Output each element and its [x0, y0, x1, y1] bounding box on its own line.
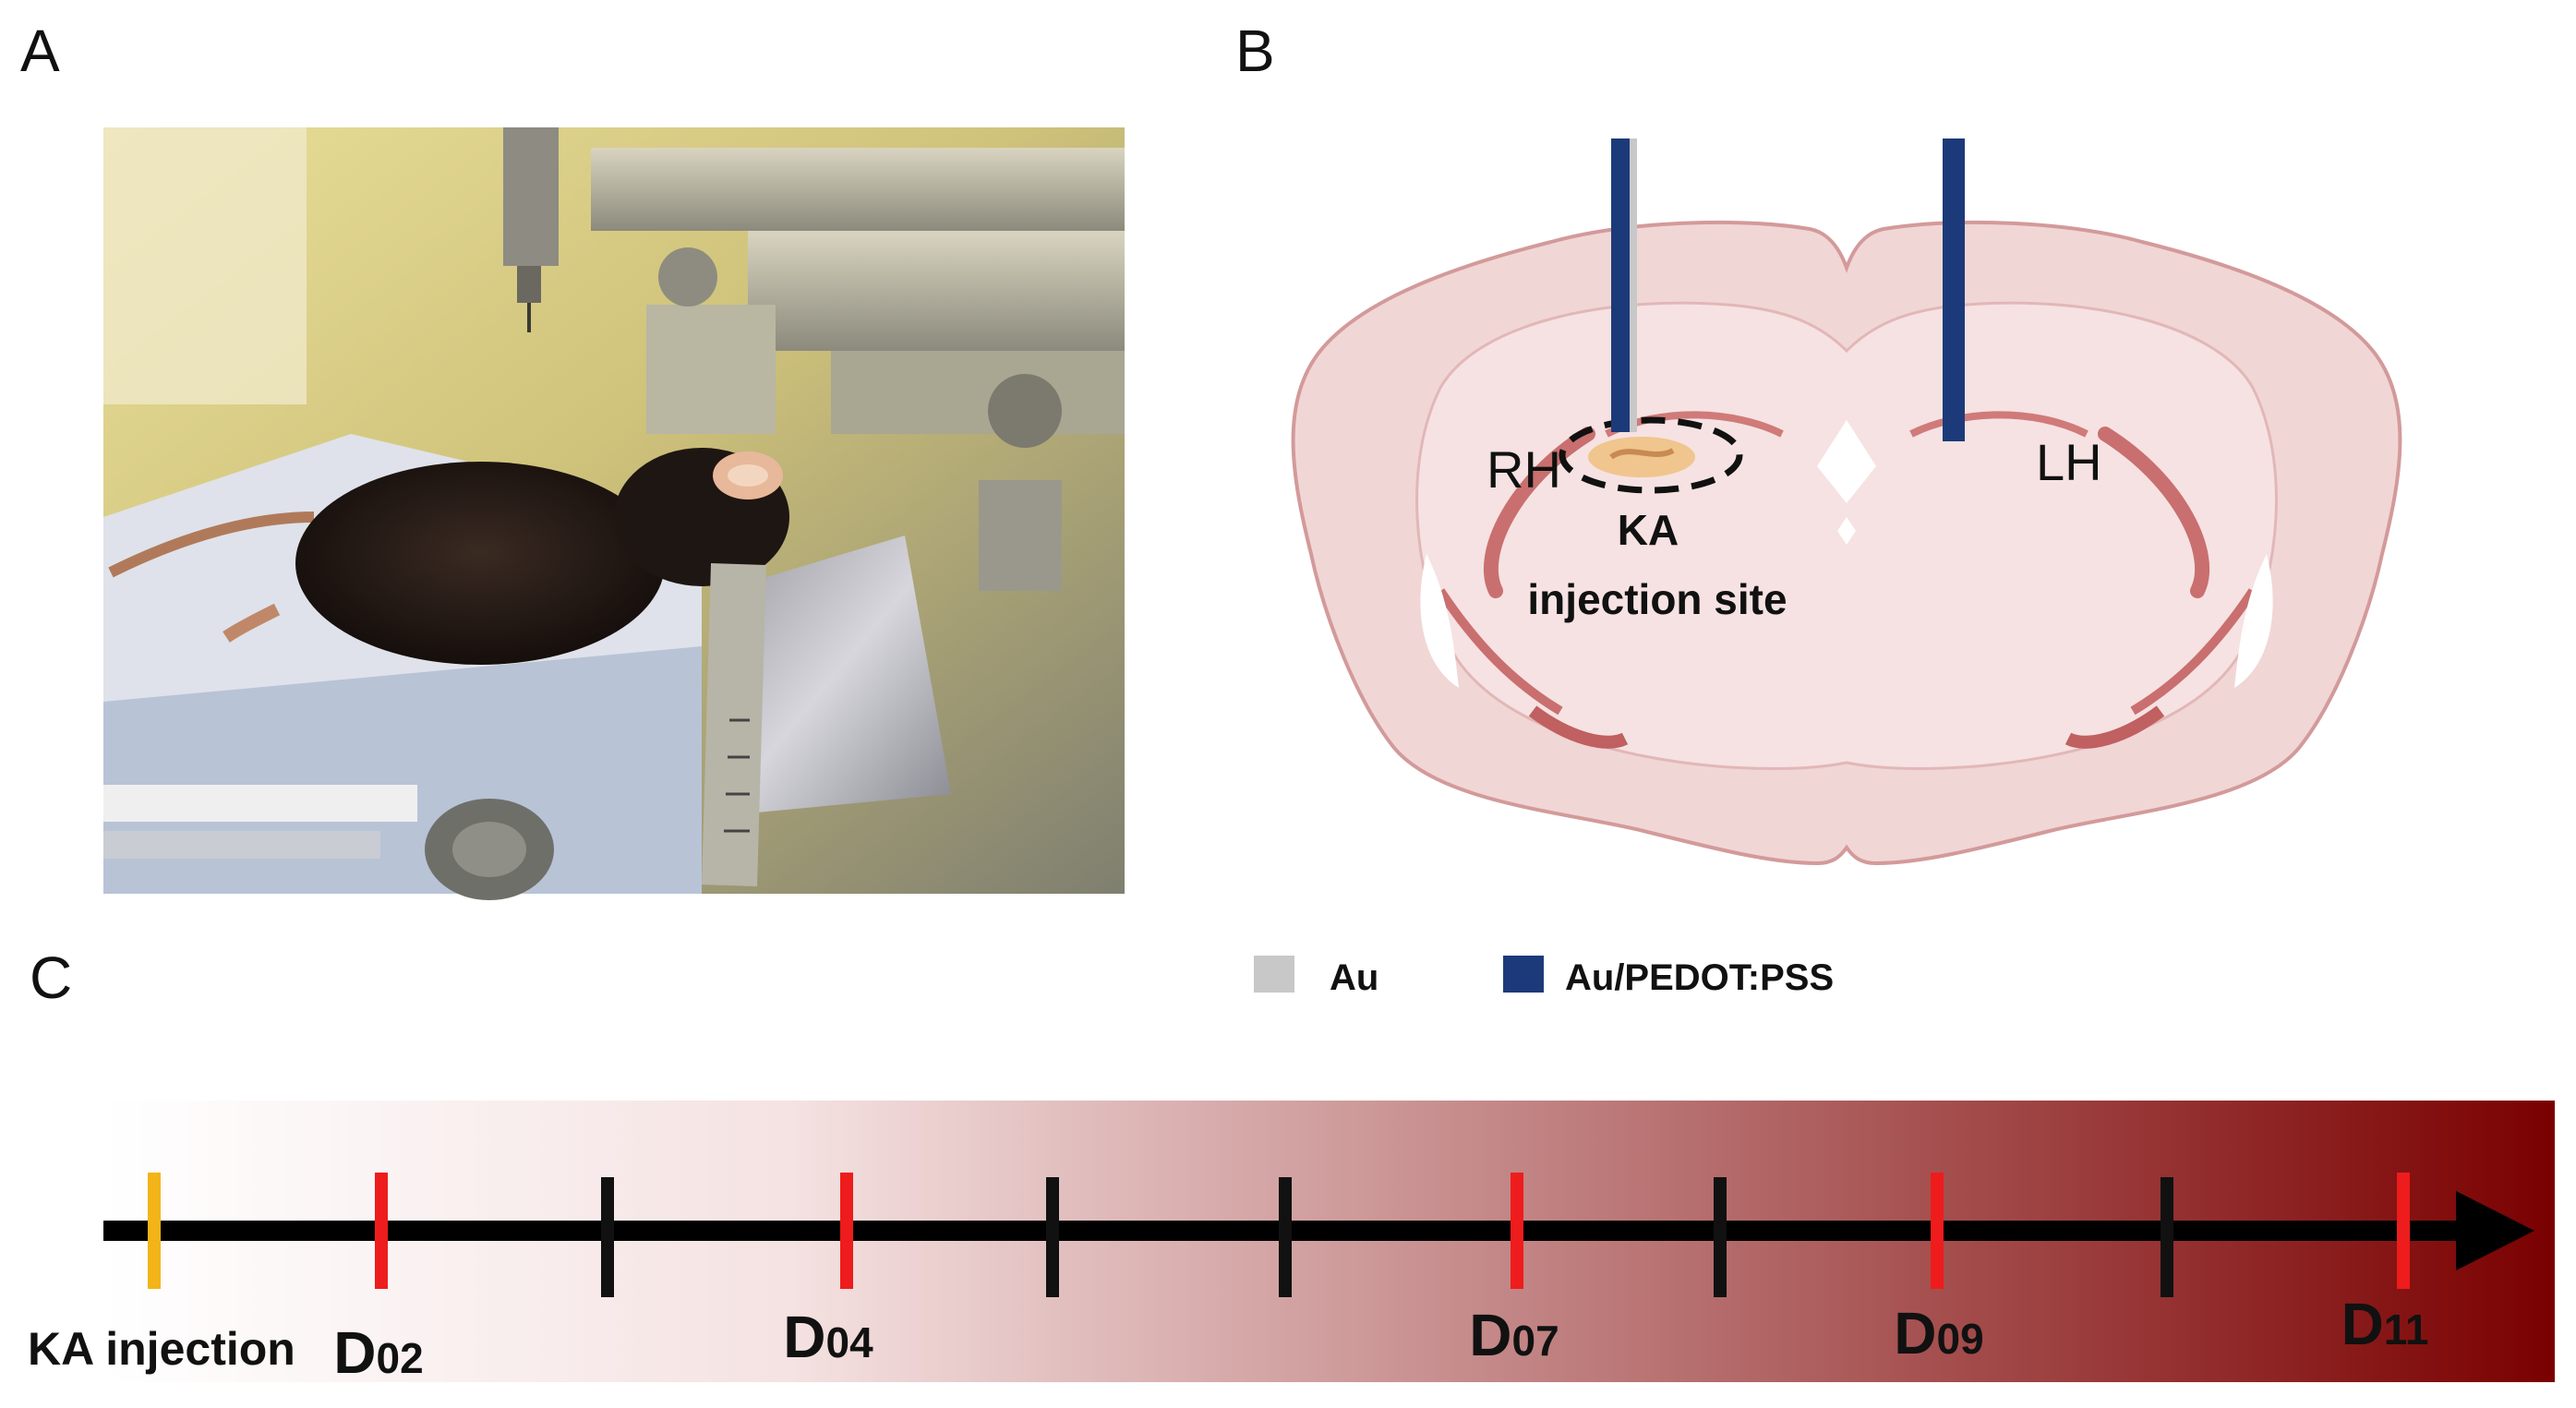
- timeline-day-label-07: D07: [1469, 1302, 1559, 1368]
- timeline-mark-tick-4: [1046, 1177, 1059, 1297]
- timeline-mark-tick-5: [1279, 1177, 1292, 1297]
- label-site-line1: KA: [1618, 506, 1679, 554]
- timeline-arrowhead: [2456, 1191, 2534, 1270]
- label-site-line2: injection site: [1527, 575, 1787, 623]
- brain-section: RH LH KA injection site: [1291, 138, 2402, 866]
- timeline-mark-recording-1: [375, 1173, 388, 1289]
- timeline-day-label-09: D09: [1894, 1300, 1983, 1366]
- electrode-right-hemisphere: [1611, 138, 1630, 432]
- timeline-marks: D02 D04 D07 D09 D11: [148, 1173, 2428, 1386]
- legend-swatch-au: [1254, 956, 1294, 993]
- timeline-gradient-band: [103, 1101, 2555, 1382]
- panel-label-c: C: [30, 945, 73, 1011]
- timeline-mark-recording-3: [840, 1173, 853, 1289]
- timeline-day-label-04: D04: [783, 1304, 873, 1370]
- legend: Au Au/PEDOT:PSS: [1254, 956, 1834, 998]
- legend-swatch-pedot: [1503, 956, 1544, 993]
- timeline-day-label-02: D02: [333, 1319, 423, 1386]
- injection-site-ring: [1559, 416, 1743, 494]
- panel-label-b: B: [1235, 18, 1275, 84]
- timeline-start-label: KA injection: [28, 1323, 295, 1375]
- legend-label-pedot: Au/PEDOT:PSS: [1565, 957, 1834, 998]
- timeline-mark-recording-6: [1511, 1173, 1523, 1289]
- timeline-mark-injection-0: [148, 1173, 161, 1289]
- panel-label-a: A: [20, 18, 60, 84]
- third-ventricle: [1817, 420, 1876, 503]
- timeline-mark-tick-9: [2161, 1177, 2173, 1297]
- timeline-mark-recording-8: [1931, 1173, 1944, 1289]
- timeline-mark-tick-2: [601, 1177, 614, 1297]
- label-rh: RH: [1487, 440, 1561, 499]
- surgery-photo: [103, 127, 1125, 900]
- timeline: D02 D04 D07 D09 D11 KA injection: [28, 1101, 2555, 1386]
- timeline-mark-tick-7: [1714, 1177, 1727, 1297]
- timeline-day-label-11: D11: [2341, 1291, 2429, 1357]
- label-lh: LH: [2036, 433, 2102, 491]
- timeline-mark-recording-10: [2397, 1173, 2410, 1289]
- legend-label-au: Au: [1330, 957, 1378, 998]
- electrode-left-hemisphere: [1943, 138, 1965, 441]
